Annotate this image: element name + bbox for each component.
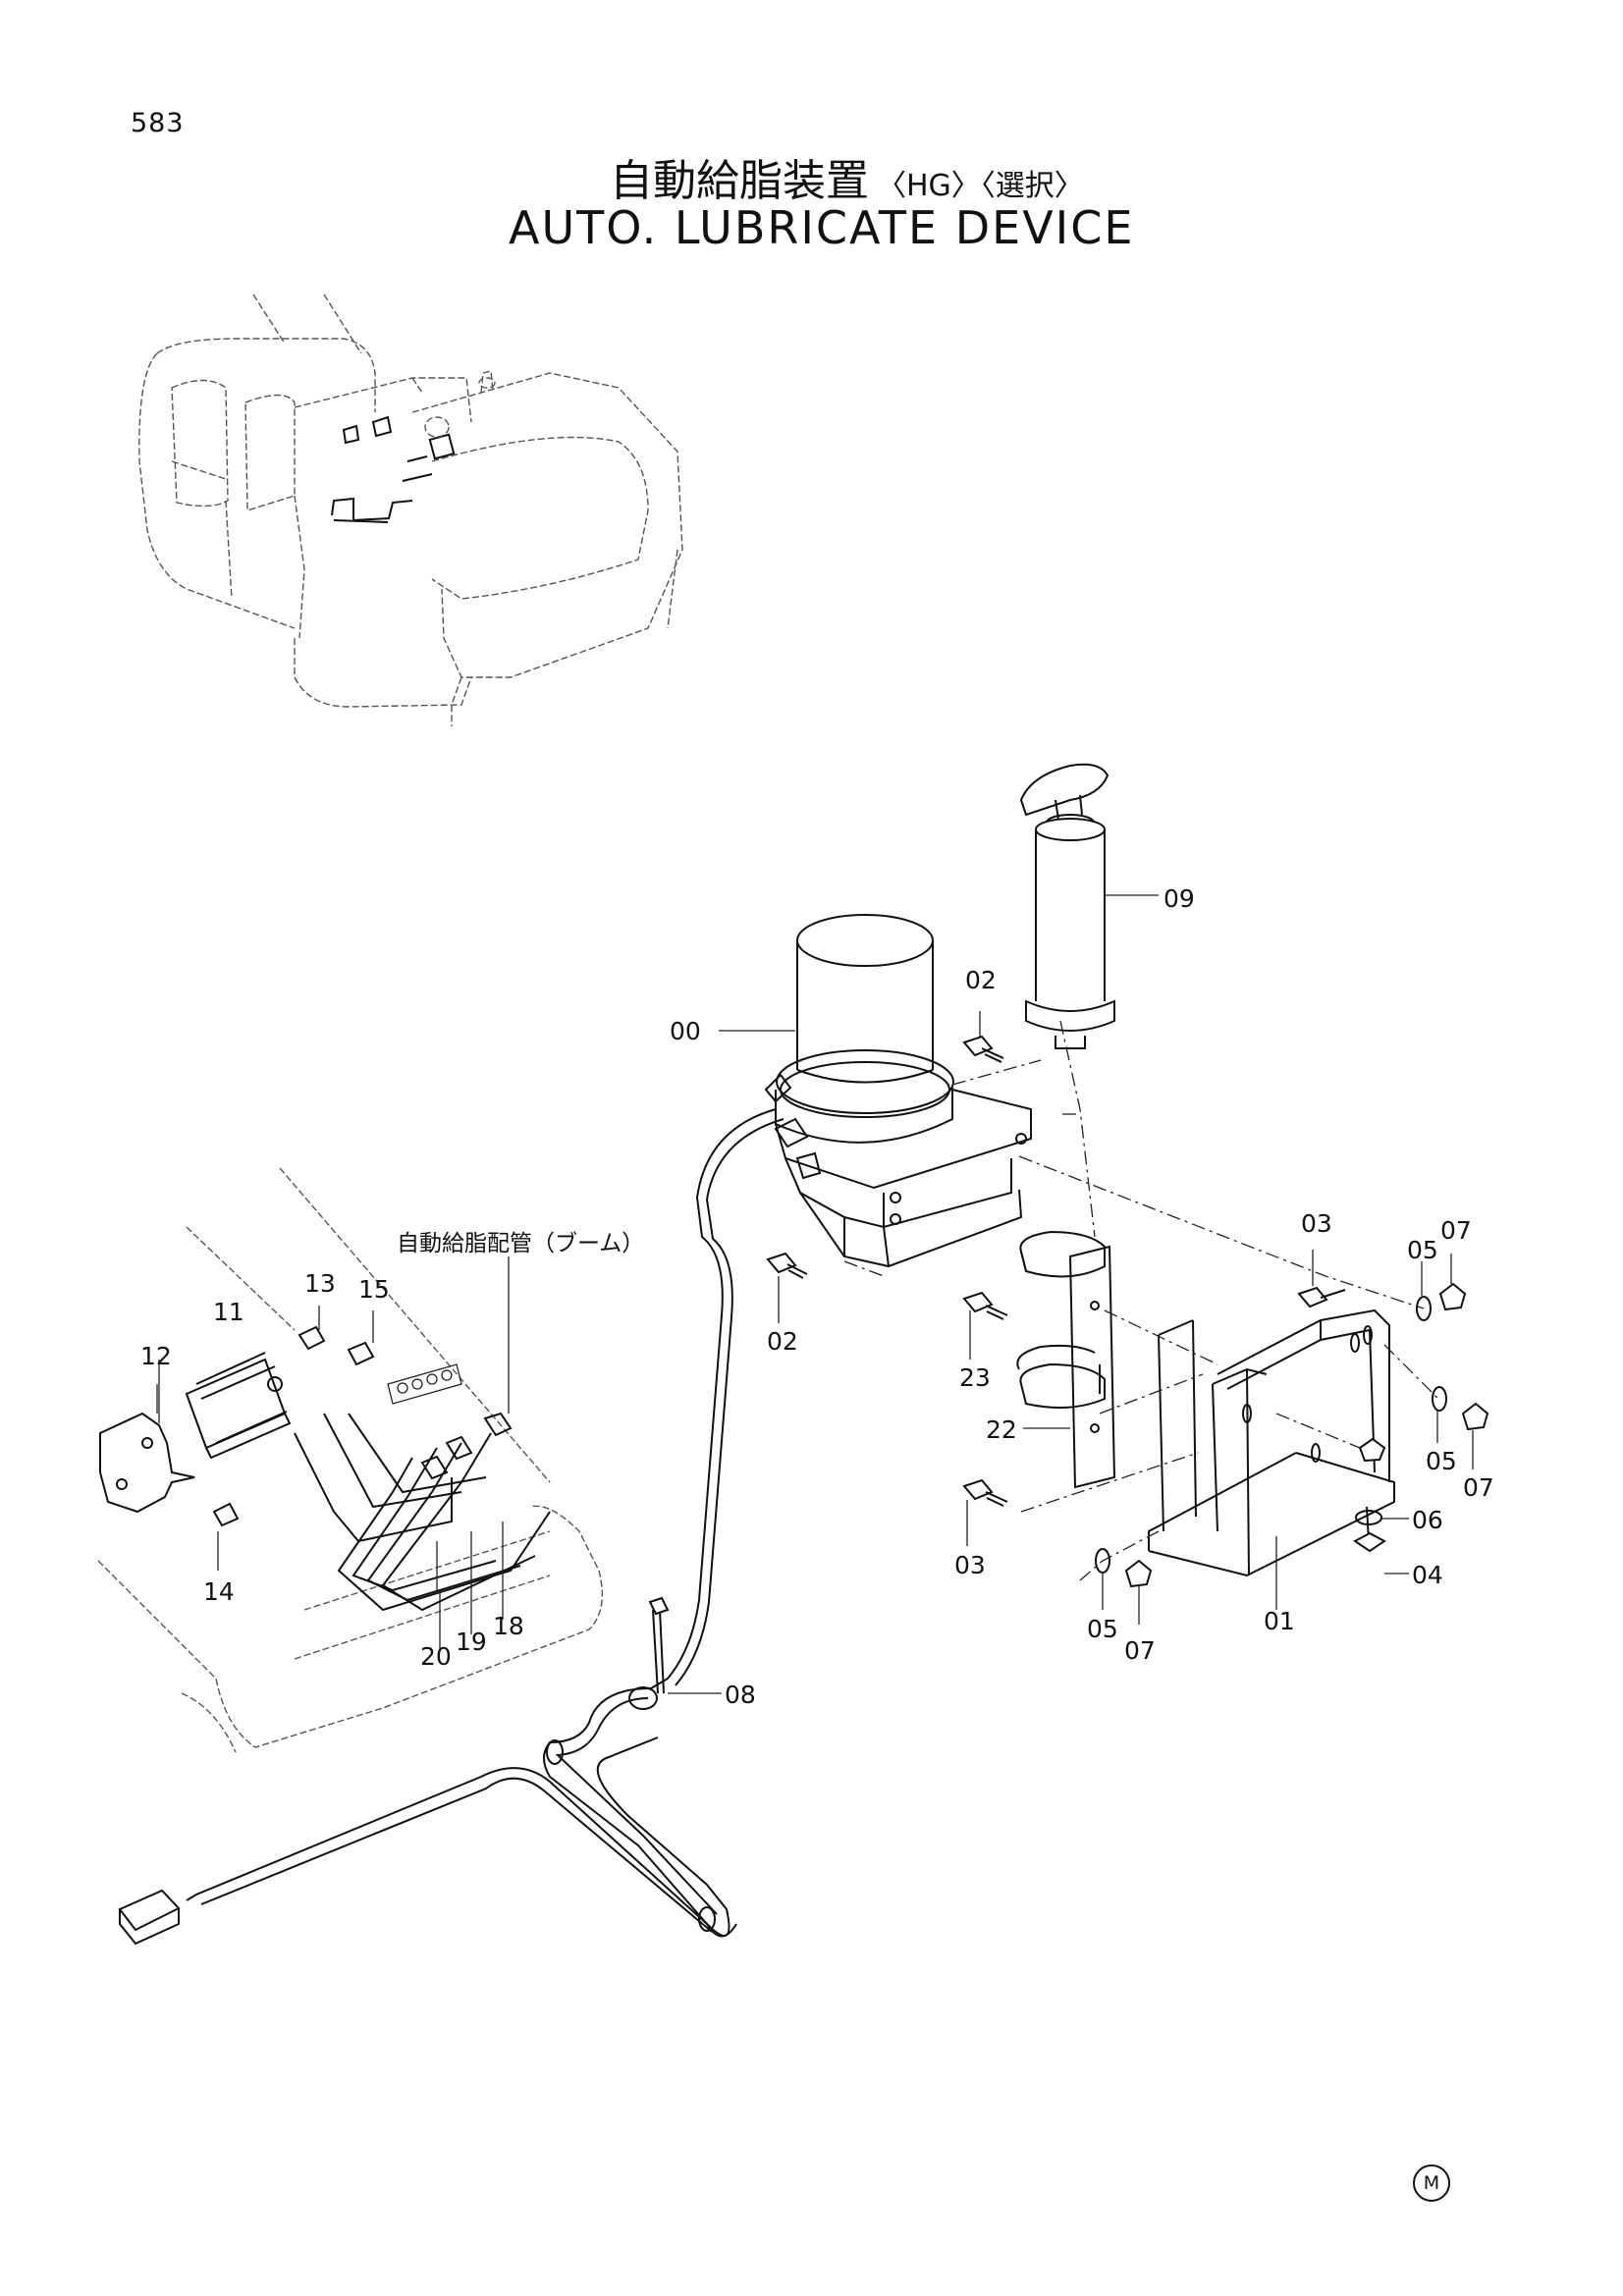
callout-02-upper: 02 [965,966,997,994]
callout-18: 18 [493,1612,524,1640]
excavator-overview-drawing [138,294,683,726]
band-clamps [1016,1230,1106,1409]
callout-02-lower: 02 [767,1327,798,1356]
callout-07-upper: 07 [1440,1216,1472,1245]
callout-00: 00 [670,1017,701,1045]
callout-09: 09 [1163,884,1195,913]
callout-03-lower: 03 [954,1551,986,1579]
callout-07-middle: 07 [1463,1473,1494,1502]
washer-05-middle [1432,1386,1447,1412]
callout-07-lower: 07 [1124,1636,1156,1665]
nut-07-middle [1461,1402,1489,1431]
washer-06 [1355,1510,1382,1525]
alignment-lines [843,1020,1439,1581]
bolt-23 [962,1291,1008,1320]
nut-07-lower [1124,1559,1153,1588]
callout-05-lower: 05 [1087,1615,1118,1643]
title-english: AUTO. LUBRICATE DEVICE [509,201,1135,254]
callout-03-upper: 03 [1301,1209,1332,1238]
callout-12: 12 [140,1342,172,1370]
title-japanese: 自動給脂装置〈HG〉〈選択〉 [610,145,1084,208]
bolt-02-upper [962,1035,1004,1063]
callout-20: 20 [420,1642,452,1671]
callout-15: 15 [358,1275,390,1304]
callout-14: 14 [203,1577,235,1606]
callout-04: 04 [1412,1561,1443,1589]
callout-19: 19 [456,1628,487,1656]
nut-07-upper [1438,1282,1467,1311]
nut-bracket [1358,1437,1386,1463]
lubricator-pump-unit [764,914,1032,1268]
callout-05-middle: 05 [1426,1447,1457,1475]
washer-05-upper [1416,1296,1432,1321]
callout-23: 23 [959,1363,991,1392]
title-japanese-tags: 〈HG〉〈選択〉 [877,169,1084,203]
lubrication-hose [118,1108,784,1946]
callout-11: 11 [213,1298,244,1326]
boom-piping [97,1167,604,1753]
mounting-bracket [1068,1245,1395,1577]
callout-08: 08 [725,1681,756,1709]
callout-05-upper: 05 [1407,1236,1438,1264]
bolt-03-upper [1297,1286,1346,1308]
maker-mark-icon: M [1413,2164,1450,2202]
title-japanese-text: 自動給脂装置 [610,156,869,206]
bolt-02-lower [766,1252,808,1279]
boom-piping-label: 自動給脂配管（ブーム） [397,1231,644,1256]
callout-labels: 00 02 09 02 23 22 03 03 05 07 05 07 06 0… [140,884,1494,1709]
grease-cartridge [1019,763,1154,1049]
page-number: 583 [131,108,185,138]
callout-13: 13 [304,1269,336,1298]
bolt-03-lower [962,1478,1008,1507]
leader-lines [156,894,1474,1694]
fasteners [766,1035,1489,1588]
washer-05-lower [1095,1548,1110,1574]
callout-22: 22 [986,1415,1017,1444]
callout-06: 06 [1412,1506,1443,1534]
callout-01: 01 [1264,1607,1295,1635]
